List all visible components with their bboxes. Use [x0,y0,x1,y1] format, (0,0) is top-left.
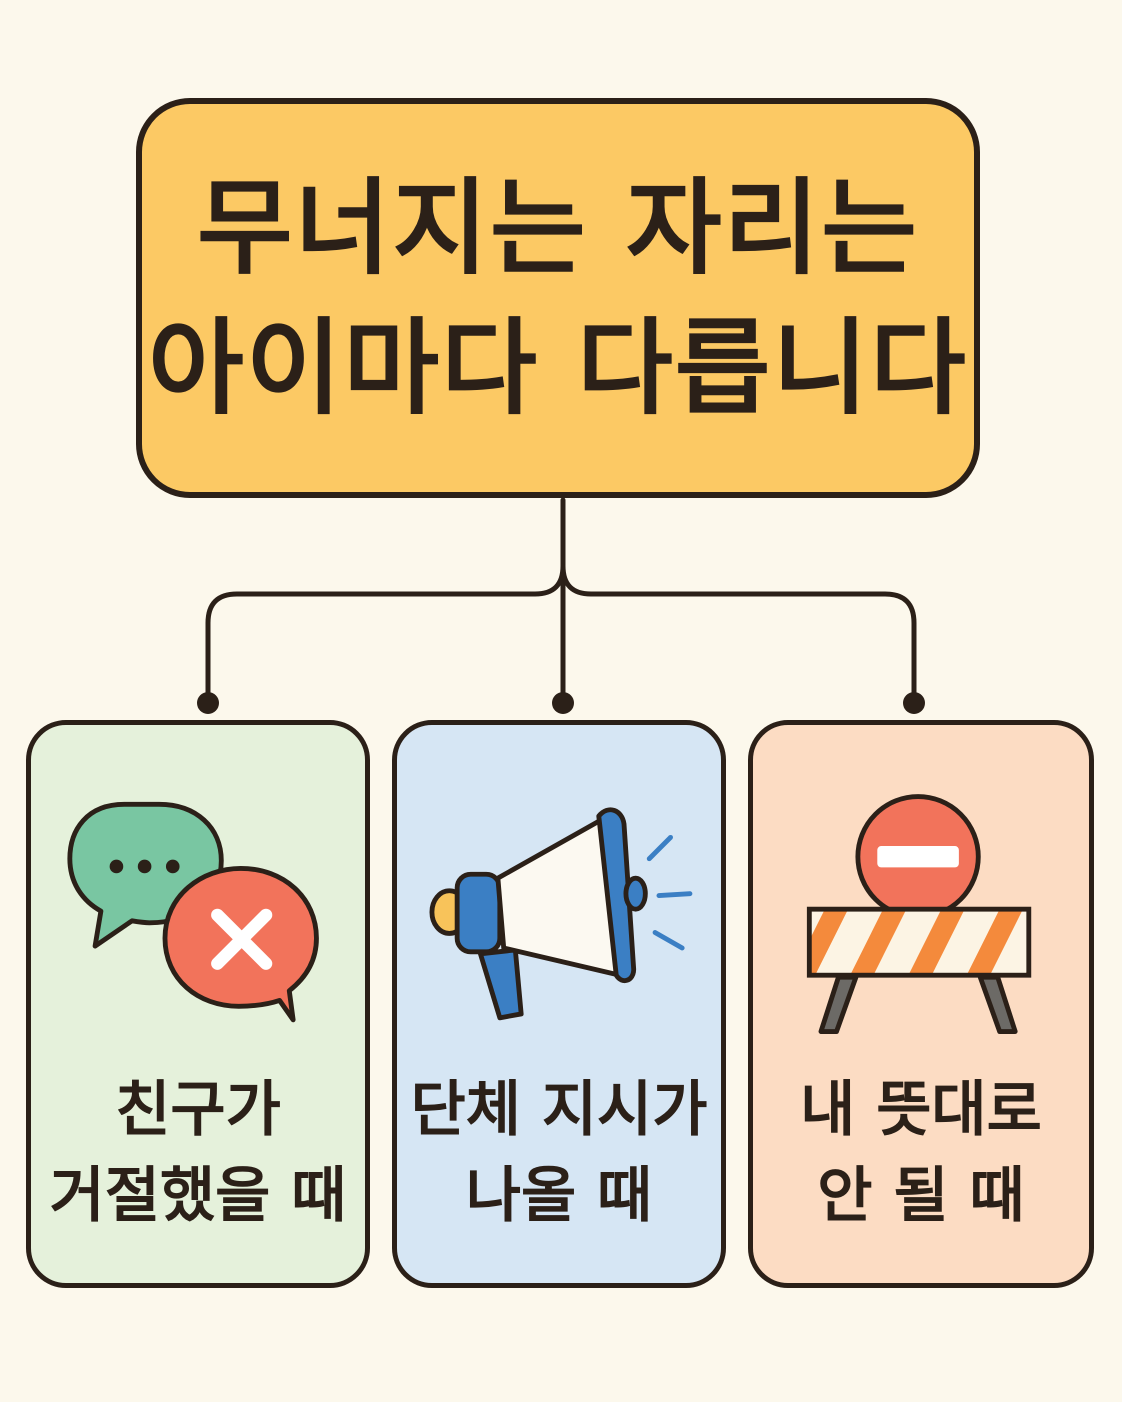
title-line-2: 아이마다 다릅니다 [148,307,968,429]
card-label-line-1: 단체 지시가 [410,1075,708,1145]
card-label-line-2: 나올 때 [465,1161,653,1231]
connector-dot-center [552,692,574,714]
chat-reject-icon [67,801,319,1023]
card-label-line-1: 내 뜻대로 [800,1075,1042,1145]
card-not-my-way: 내 뜻대로 안 될 때 [748,720,1094,1288]
connector-dot-left [197,692,219,714]
card-label: 내 뜻대로 안 될 때 [753,1067,1089,1239]
card-label: 단체 지시가 나올 때 [397,1067,721,1239]
megaphone-icon [429,807,693,1021]
card-label: 친구가 거절했을 때 [31,1067,365,1239]
card-label-line-1: 친구가 [115,1075,281,1145]
roadblock-icon [806,794,1032,1034]
card-label-line-2: 안 될 때 [817,1161,1025,1231]
card-friend-rejected: 친구가 거절했을 때 [26,720,370,1288]
card-label-line-2: 거절했을 때 [49,1161,347,1231]
title-box: 무너지는 자리는 아이마다 다릅니다 [136,98,980,498]
connector-right [560,563,917,706]
connector-left [205,563,566,706]
title-line-1: 무너지는 자리는 [197,167,919,289]
card-group-instruction: 단체 지시가 나올 때 [392,720,726,1288]
connector-dot-right [903,692,925,714]
